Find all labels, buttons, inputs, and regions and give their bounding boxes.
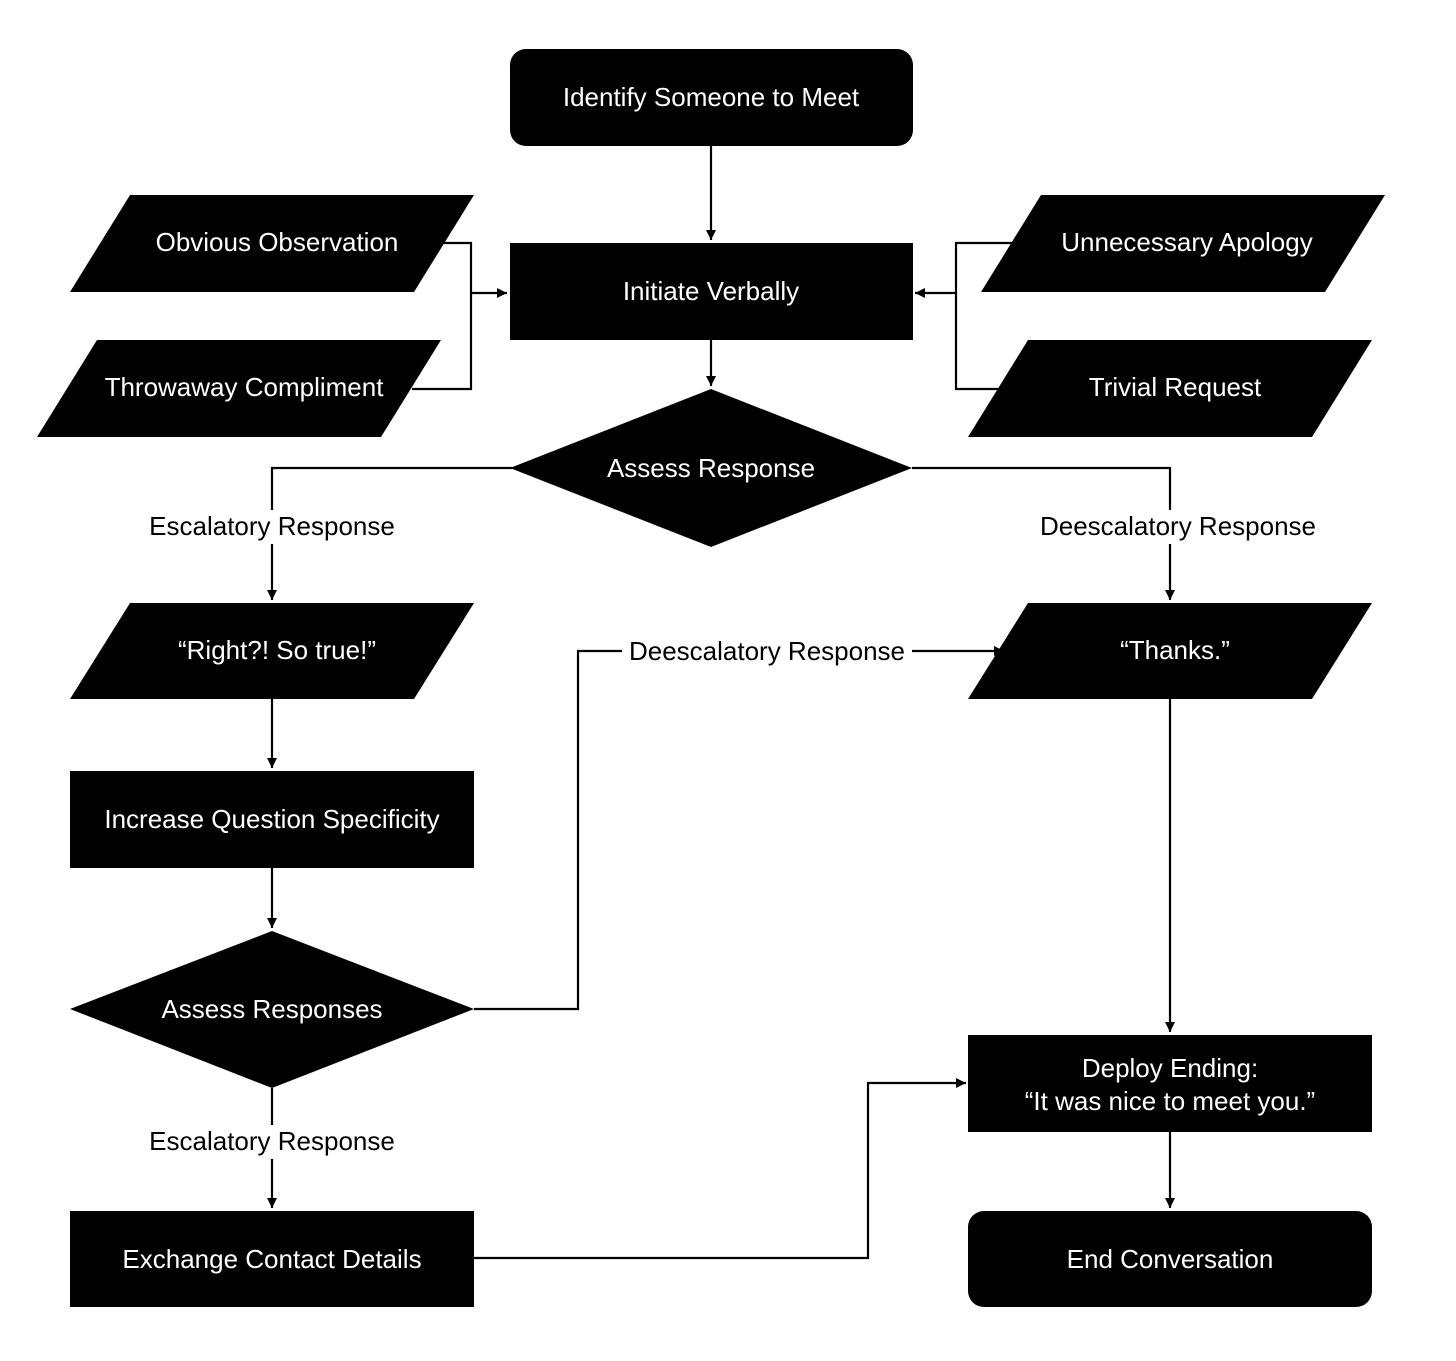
node-exchange-contact: Exchange Contact Details xyxy=(70,1211,474,1307)
decision-shape xyxy=(70,931,474,1088)
node-thanks-label: “Thanks.” xyxy=(1120,635,1230,665)
parallelogram-shape xyxy=(968,340,1372,437)
connector-assess-responses-deescalatory xyxy=(474,646,1004,1011)
parallelogram-shape xyxy=(70,195,474,292)
node-right-so-true: “Right?! So true!” xyxy=(70,603,474,699)
process-shape xyxy=(70,1211,474,1307)
node-deploy-ending: Deploy Ending: “It was nice to meet you.… xyxy=(968,1035,1372,1132)
node-assess-responses: Assess Responses xyxy=(70,931,474,1088)
node-initiate-label: Initiate Verbally xyxy=(623,276,799,306)
parallelogram-shape xyxy=(968,603,1372,699)
node-identify-label: Identify Someone to Meet xyxy=(563,82,860,112)
node-trivial-request-label: Trivial Request xyxy=(1089,372,1262,402)
connector-assess-escalatory xyxy=(267,466,512,600)
parallelogram-shape xyxy=(37,340,441,437)
edge-label-escalatory-1-group: Escalatory Response xyxy=(142,510,404,544)
node-deploy-ending-line2: “It was nice to meet you.” xyxy=(1025,1086,1315,1116)
decision-shape xyxy=(510,389,912,547)
node-end-conversation-label: End Conversation xyxy=(1067,1244,1274,1274)
node-end-conversation: End Conversation xyxy=(968,1211,1372,1307)
edge-label-deescalatory-1-group: Deescalatory Response xyxy=(1032,510,1326,544)
parallelogram-shape xyxy=(70,603,474,699)
node-initiate: Initiate Verbally xyxy=(510,243,913,340)
node-throwaway-compliment-label: Throwaway Compliment xyxy=(105,372,385,402)
node-unnecessary-apology-label: Unnecessary Apology xyxy=(1061,227,1312,257)
parallelogram-shape xyxy=(981,195,1385,292)
connector-assess-deescalatory xyxy=(912,466,1175,600)
node-thanks: “Thanks.” xyxy=(968,603,1372,699)
process-shape xyxy=(510,243,913,340)
node-increase-specificity-label: Increase Question Specificity xyxy=(104,804,439,834)
node-deploy-ending-line1: Deploy Ending: xyxy=(1082,1053,1258,1083)
edge-label-escalatory-2: Escalatory Response xyxy=(149,1126,395,1156)
node-obvious-observation: Obvious Observation xyxy=(70,195,474,292)
node-assess-responses-label: Assess Responses xyxy=(161,994,382,1024)
node-obvious-observation-label: Obvious Observation xyxy=(156,227,399,257)
connector-exchange-to-deploy xyxy=(474,1078,966,1260)
node-increase-specificity: Increase Question Specificity xyxy=(70,771,474,868)
node-identify: Identify Someone to Meet xyxy=(510,49,913,146)
terminal-shape xyxy=(510,49,913,146)
node-exchange-contact-label: Exchange Contact Details xyxy=(122,1244,421,1274)
edge-label-deescalatory-2: Deescalatory Response xyxy=(629,636,905,666)
process-shape xyxy=(70,771,474,868)
label-mask xyxy=(142,510,404,544)
label-mask xyxy=(1032,510,1326,544)
edge-label-escalatory-2-group: Escalatory Response xyxy=(142,1125,404,1159)
terminal-shape xyxy=(968,1211,1372,1307)
label-mask xyxy=(142,1125,404,1159)
edge-label-deescalatory-1: Deescalatory Response xyxy=(1040,511,1316,541)
process-shape xyxy=(968,1035,1372,1132)
edge-label-deescalatory-2-group: Deescalatory Response xyxy=(622,635,912,669)
node-unnecessary-apology: Unnecessary Apology xyxy=(981,195,1385,292)
node-assess-response: Assess Response xyxy=(510,389,912,547)
connector-observation-join xyxy=(412,241,473,391)
connector-apology-join xyxy=(954,241,1016,391)
edge-label-escalatory-1: Escalatory Response xyxy=(149,511,395,541)
node-throwaway-compliment: Throwaway Compliment xyxy=(37,340,441,437)
node-right-so-true-label: “Right?! So true!” xyxy=(178,635,376,665)
label-mask xyxy=(622,635,912,669)
node-assess-response-label: Assess Response xyxy=(607,453,815,483)
node-trivial-request: Trivial Request xyxy=(968,340,1372,437)
